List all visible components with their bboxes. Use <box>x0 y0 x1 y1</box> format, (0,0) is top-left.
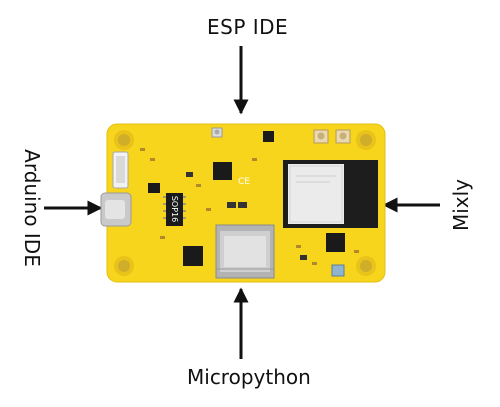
label-mixly: Mixly <box>449 178 473 232</box>
sop16-chip: SOP16 <box>163 193 186 226</box>
esp32-module <box>283 160 378 228</box>
speaker-connector <box>331 264 345 277</box>
passive-components <box>140 148 359 265</box>
small-chips <box>148 131 345 266</box>
buttons <box>211 127 351 144</box>
battery-connector <box>112 151 129 189</box>
usb-c-port <box>100 192 132 227</box>
label-esp-ide: ESP IDE <box>207 15 289 39</box>
label-micropython: Micropython <box>187 365 311 389</box>
ce-mark: CE <box>238 177 250 187</box>
pcb-board: SOP16 CE <box>100 123 386 283</box>
label-arduino-ide: Arduino IDE <box>20 149 44 267</box>
sop16-label: SOP16 <box>170 196 179 222</box>
microsd-slot <box>215 224 275 279</box>
mounting-holes <box>114 130 376 276</box>
